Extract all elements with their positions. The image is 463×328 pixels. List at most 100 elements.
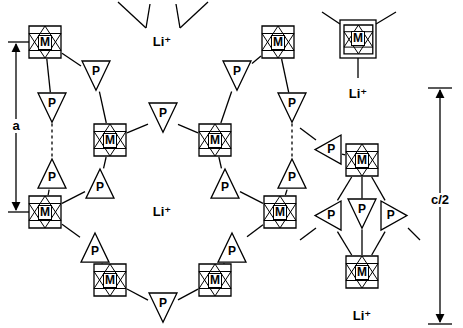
partial-bond (408, 228, 420, 240)
octahedron: M (261, 25, 295, 59)
phosphorus-label: P (221, 181, 229, 194)
dimension-label: Li⁺ (352, 309, 372, 323)
octahedron-edge (29, 26, 61, 51)
dimension-label: c/2 (430, 193, 450, 207)
phosphorus-label: P (327, 209, 335, 222)
phosphorus-label: P (48, 97, 56, 110)
tetrahedron-face (381, 201, 407, 230)
tetrahedron: P (314, 134, 342, 165)
partial-bond (176, 4, 180, 28)
partial-bond (357, 58, 358, 78)
metal-label: M (208, 273, 222, 288)
octahedron-face (199, 124, 231, 156)
phosphorus-label: P (233, 65, 241, 78)
phosphorus-label: P (288, 97, 296, 110)
tetrahedron: P (37, 92, 67, 123)
shared-corner-bond (282, 59, 289, 92)
shared-corner-bond (285, 190, 287, 195)
octahedron-face (264, 196, 296, 228)
octahedron-edge (94, 132, 126, 157)
octahedron-edge (262, 26, 294, 51)
octahedron: M (198, 123, 232, 157)
tetrahedron: P (37, 158, 67, 189)
octahedron-edge (94, 264, 126, 289)
octahedron-edge (29, 196, 61, 221)
partial-bond (300, 128, 316, 140)
tetrahedron: P (217, 232, 247, 263)
shared-corner-bond (361, 230, 362, 255)
octahedron-edge (346, 264, 378, 289)
phosphorus-label: P (358, 203, 366, 216)
phosphorus-label: P (48, 171, 56, 184)
tetrahedron: P (85, 168, 115, 199)
metal-label: M (351, 31, 365, 46)
metal-label: M (103, 133, 117, 148)
phosphorus-label: P (228, 245, 236, 258)
shared-corner-bond (62, 224, 80, 237)
octahedron-face (344, 25, 373, 54)
octahedron-edge (264, 204, 296, 229)
partial-bond (118, 2, 146, 28)
octahedron-edge (262, 34, 294, 59)
shared-corner-bond (47, 190, 49, 195)
octahedron-edge (346, 256, 378, 281)
octahedron-face (346, 256, 378, 288)
partial-bond (180, 2, 208, 28)
shared-corner-bond (361, 177, 362, 198)
shared-corner-bond (99, 92, 106, 123)
shared-corner-bond (221, 92, 232, 123)
octahedron: M (263, 195, 297, 229)
dimension-label: Li⁺ (152, 205, 172, 219)
shared-corner-bond (127, 124, 148, 133)
shared-corner-bond (219, 157, 222, 168)
shared-corner-bond (342, 153, 345, 155)
shared-corner-bond (104, 157, 107, 168)
phosphorus-label: P (159, 297, 167, 310)
tetrahedron: P (277, 92, 307, 123)
octahedron-edge (199, 124, 231, 149)
tetrahedron-face (278, 93, 306, 122)
dashed-bond (51, 124, 52, 159)
tetrahedron-face (348, 199, 376, 228)
phosphorus-label: P (159, 107, 167, 120)
dashed-bond (291, 124, 292, 159)
phosphorus-label: P (327, 143, 335, 156)
tetrahedron: P (210, 168, 240, 199)
tetrahedron: P (222, 60, 252, 91)
tetrahedron-face (149, 103, 177, 132)
octahedron-face (29, 26, 61, 58)
tetrahedron-face (278, 159, 306, 188)
tetrahedron: P (314, 200, 342, 231)
shared-corner-bond (62, 53, 81, 66)
octahedron: M (28, 25, 62, 59)
metal-label: M (208, 133, 222, 148)
tetrahedron-face (315, 135, 341, 164)
phosphorus-label: P (288, 171, 296, 184)
partial-bond (300, 228, 316, 240)
shared-corner-bond (372, 177, 385, 200)
dimension-tick (428, 87, 452, 88)
tetrahedron-face (82, 61, 110, 90)
shared-corner-bond (372, 232, 385, 255)
tetrahedron: P (277, 158, 307, 189)
octahedron-edge (94, 272, 126, 297)
phosphorus-label: P (96, 181, 104, 194)
shared-corner-bond (127, 289, 148, 300)
tetrahedron-face (81, 233, 109, 262)
tetrahedron-face (149, 293, 177, 322)
shared-corner-bond (252, 56, 261, 63)
shared-corner-bond (178, 289, 198, 300)
shared-corner-bond (240, 192, 263, 204)
shared-corner-bond (247, 225, 263, 237)
partial-bond (376, 12, 396, 24)
tetrahedron-face (223, 61, 251, 90)
octahedron-edge (29, 34, 61, 59)
tetrahedron-face (218, 233, 246, 262)
octahedron-edge (199, 264, 231, 289)
phosphorus-label: P (92, 65, 100, 78)
octahedron-edge (264, 196, 296, 221)
octahedron: M (198, 263, 232, 297)
phosphorus-label: P (387, 209, 395, 222)
octahedron: M (345, 255, 379, 289)
